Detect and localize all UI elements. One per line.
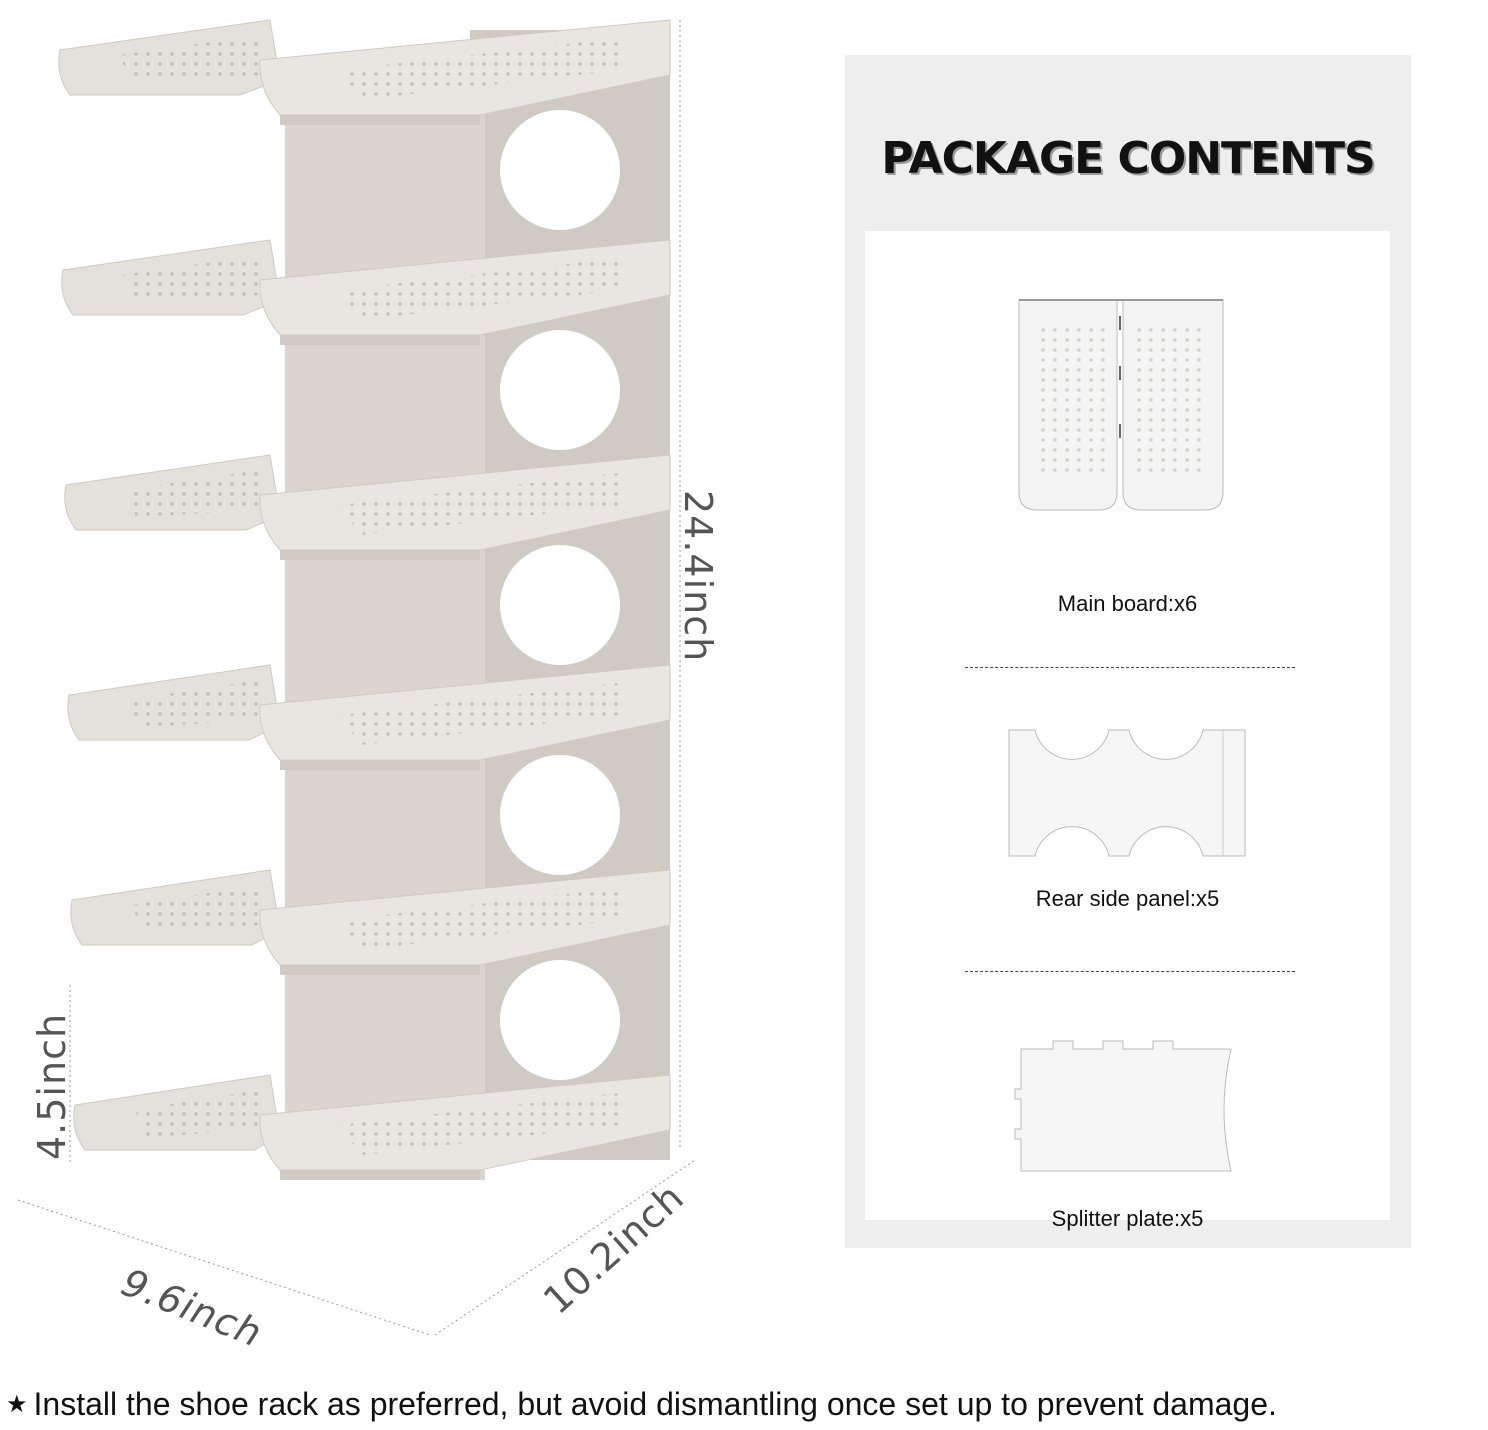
- divider: [965, 667, 1295, 668]
- panel-cutout: [500, 1165, 620, 1285]
- panel-cutout: [500, 110, 620, 230]
- main-board-icon: [1018, 299, 1224, 511]
- shoe-rack-illustration: [17, 19, 696, 1336]
- shelf-gap-dimension-label: 4.5inch: [30, 1012, 74, 1160]
- rear-side-panel-icon: [1008, 729, 1246, 857]
- panel-cutout: [500, 545, 620, 665]
- package-contents-title: PACKAGE CONTENTS: [881, 133, 1375, 184]
- star-icon: ★: [6, 1391, 28, 1418]
- package-contents-panel: PACKAGE CONTENTS Main board:x6 Rear side…: [845, 55, 1411, 1248]
- splitter-plate-label: Splitter plate:x5: [1051, 1206, 1204, 1231]
- splitter-plate-icon: [1014, 1040, 1232, 1172]
- divider: [965, 971, 1295, 972]
- package-contents-list: Main board:x6 Rear side panel:x5 Splitte…: [865, 231, 1390, 1231]
- panel-cutout: [500, 755, 620, 875]
- install-note: ★Install the shoe rack as preferred, but…: [6, 1386, 1277, 1423]
- panel-cutout: [500, 330, 620, 450]
- install-note-text: Install the shoe rack as preferred, but …: [33, 1386, 1277, 1422]
- height-dimension-label: 24.4inch: [676, 490, 720, 663]
- main-board-label: Main board:x6: [1057, 591, 1198, 616]
- panel-cutout: [500, 960, 620, 1080]
- rear-side-panel-label: Rear side panel:x5: [1035, 886, 1220, 911]
